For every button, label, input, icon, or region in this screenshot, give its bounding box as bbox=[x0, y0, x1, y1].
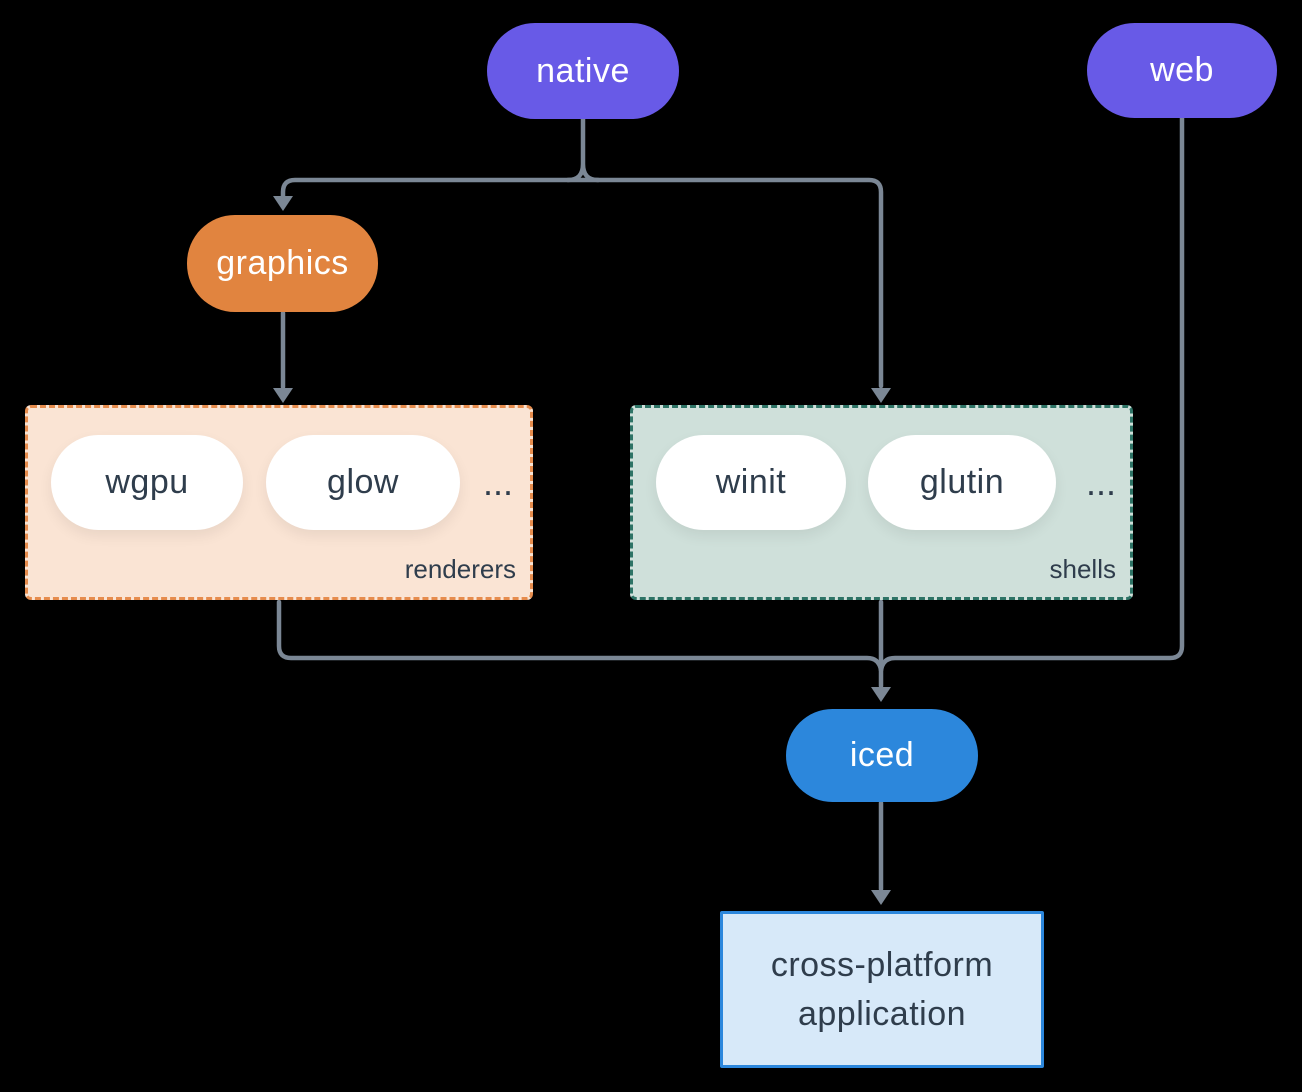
node-web: web bbox=[1087, 23, 1277, 118]
node-native-label: native bbox=[536, 51, 630, 90]
node-glow-label: glow bbox=[327, 463, 399, 501]
node-glutin: glutin bbox=[868, 435, 1056, 530]
shells-ellipsis: ... bbox=[1085, 461, 1116, 503]
node-graphics-label: graphics bbox=[216, 244, 349, 282]
node-native: native bbox=[487, 23, 679, 119]
arrowhead-to-iced bbox=[871, 687, 891, 702]
arrowhead-to-application bbox=[871, 890, 891, 905]
node-glutin-label: glutin bbox=[919, 463, 1005, 501]
node-web-label: web bbox=[1150, 51, 1214, 89]
group-renderers: wgpu glow ... renderers bbox=[25, 405, 533, 600]
node-graphics: graphics bbox=[187, 215, 378, 312]
node-cross-platform-application: cross-platform application bbox=[720, 911, 1044, 1068]
node-wgpu: wgpu bbox=[51, 435, 243, 530]
node-glow: glow bbox=[266, 435, 460, 530]
edge-native-stem bbox=[565, 115, 601, 183]
edge-native-split bbox=[280, 177, 884, 389]
node-winit-label: winit bbox=[715, 463, 787, 501]
arrowhead-to-renderers bbox=[273, 388, 293, 403]
renderers-ellipsis: ... bbox=[482, 461, 513, 503]
edge-renderers-junction bbox=[276, 599, 884, 673]
node-wgpu-label: wgpu bbox=[105, 463, 189, 501]
shells-group-label: shells bbox=[1049, 554, 1116, 584]
arrowhead-to-graphics bbox=[273, 196, 293, 211]
node-iced-label: iced bbox=[849, 736, 915, 774]
application-label-line1: cross-platform bbox=[770, 945, 994, 984]
node-winit: winit bbox=[656, 435, 846, 530]
renderers-group-label: renderers bbox=[404, 554, 516, 584]
arrowhead-to-shells bbox=[871, 388, 891, 403]
application-label-line2: application bbox=[797, 994, 967, 1033]
edge-web-junction bbox=[878, 115, 1185, 673]
node-iced: iced bbox=[786, 709, 978, 802]
group-shells: winit glutin ... shells bbox=[630, 405, 1133, 600]
